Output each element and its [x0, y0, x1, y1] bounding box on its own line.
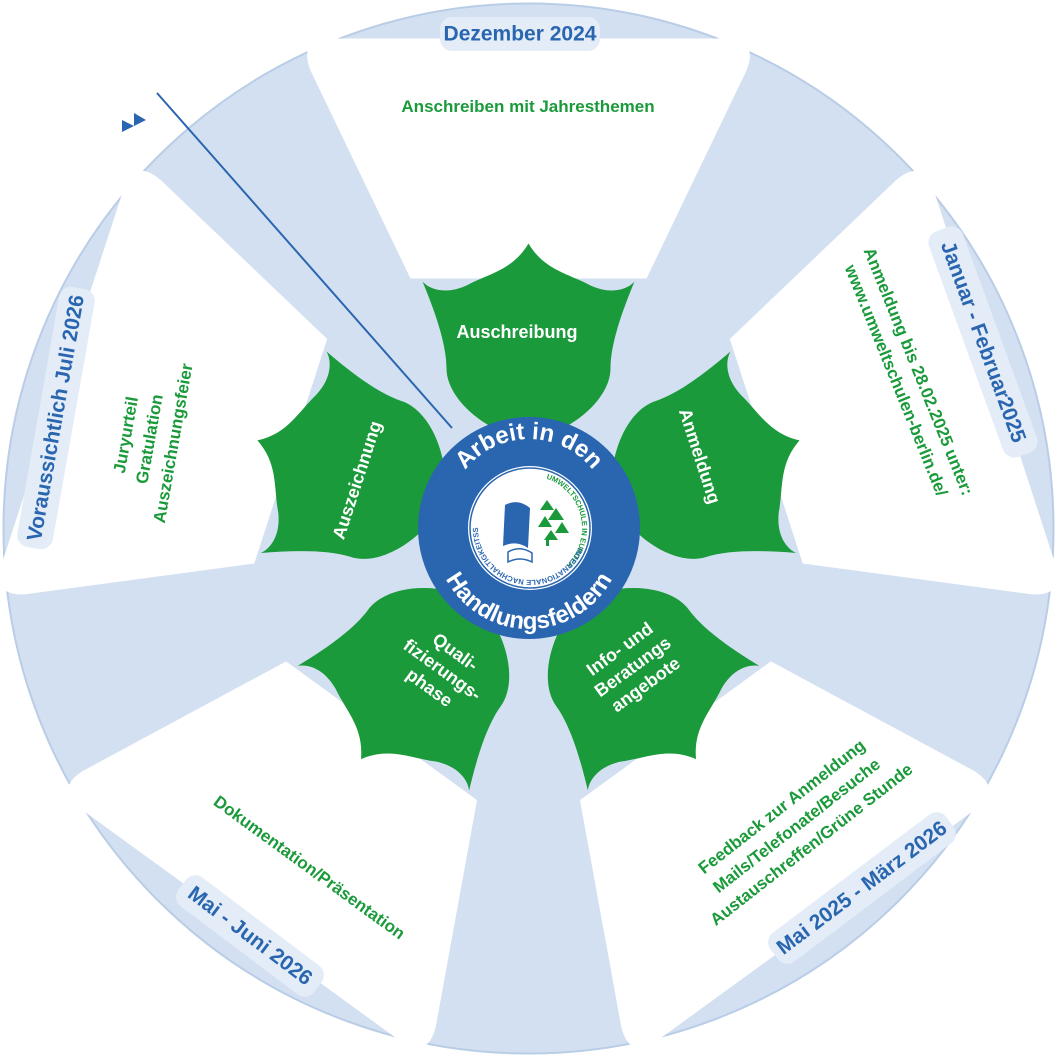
book-icon: [503, 502, 533, 564]
description-line: Anschreiben mit Jahresthemen: [401, 97, 654, 116]
pointer-line: [156, 92, 453, 429]
trees-icon: [538, 500, 569, 546]
date-pill-stage-1: Dezember 2024: [440, 17, 600, 51]
date-label: Dezember 2024: [444, 23, 597, 46]
description-stage-1: Anschreiben mit Jahresthemen: [401, 97, 654, 116]
double-chevron-icon[interactable]: [122, 113, 146, 132]
phase-label-stage-1: Auschreibung: [456, 322, 577, 342]
phase-line: Auschreibung: [456, 322, 577, 342]
